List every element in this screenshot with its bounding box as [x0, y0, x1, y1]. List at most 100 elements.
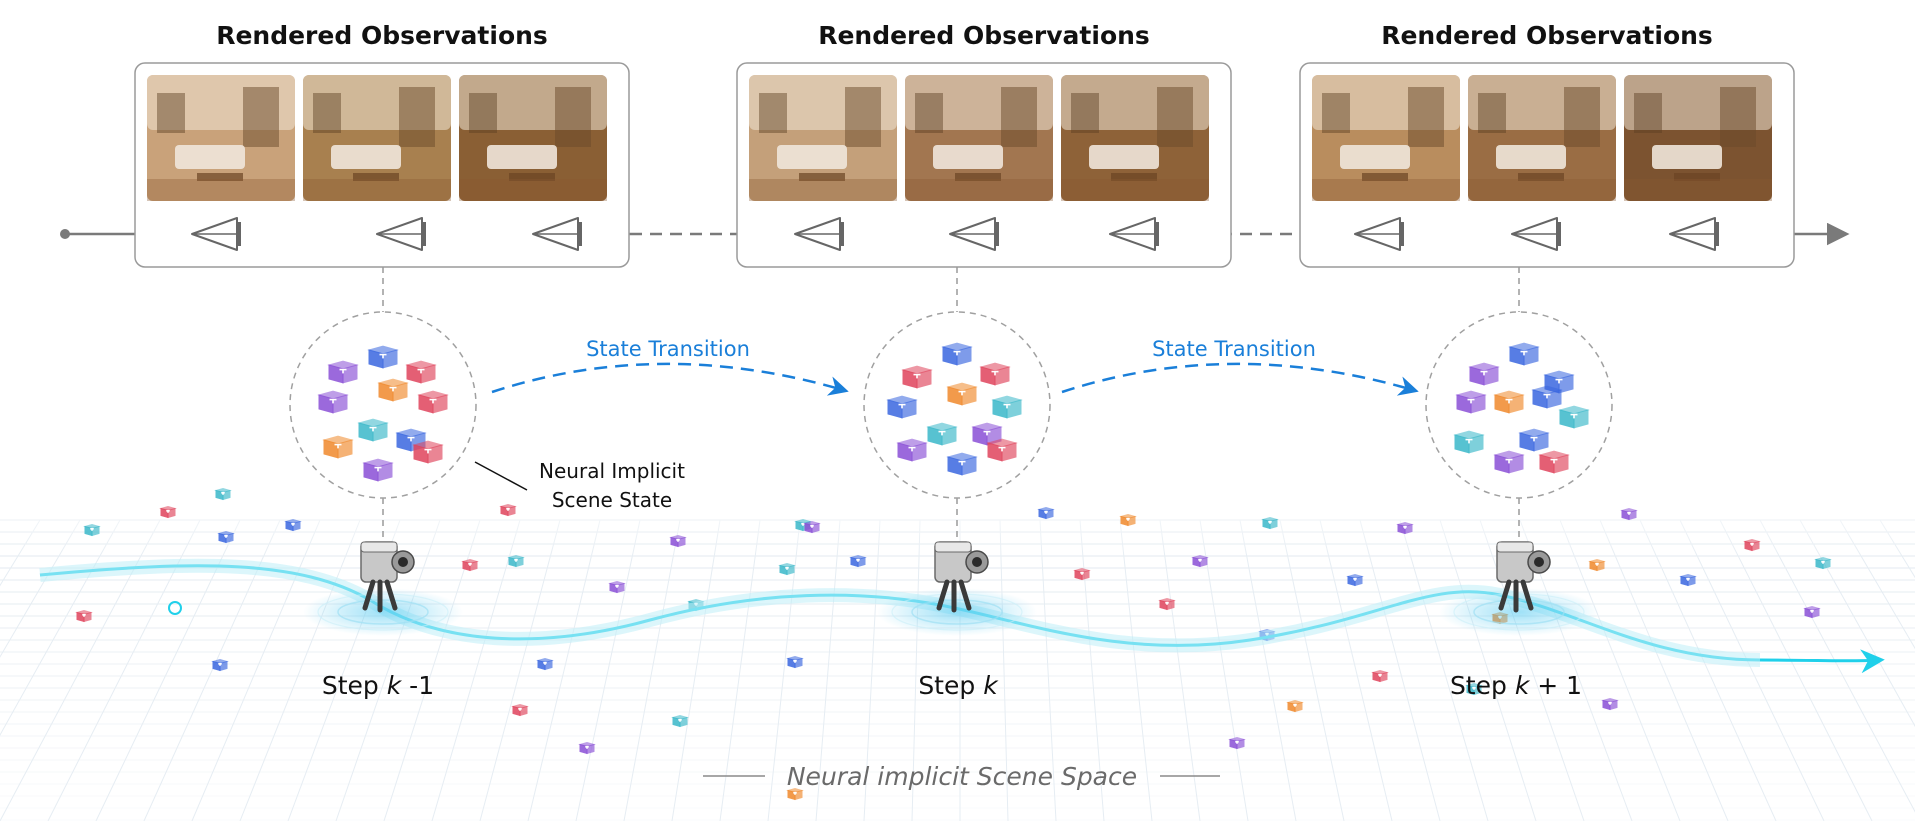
rendered-view-3-1	[1312, 75, 1460, 201]
annotation-line-1: Neural Implicit	[539, 459, 685, 483]
scene-cube-11	[608, 581, 626, 594]
scene-cube-14	[778, 563, 796, 576]
neural-implicit-scene-state-2	[863, 311, 1051, 499]
scene-cube-15	[849, 555, 867, 568]
scene-cube-37	[671, 715, 689, 728]
camera-frustum-icon	[1109, 217, 1159, 251]
camera-robot-icon	[877, 541, 1037, 636]
scene-cube-7	[499, 504, 517, 517]
camera-frustum-icon	[532, 217, 582, 251]
state-cube-1-9	[362, 458, 394, 482]
observation-panel-1: Rendered Observations	[134, 21, 630, 268]
scene-cube-23	[1191, 555, 1209, 568]
scene-cube-42	[786, 656, 804, 669]
observation-panel-title-2: Rendered Observations	[818, 21, 1150, 50]
scene-cube-30	[1588, 559, 1606, 572]
scene-cube-41	[1601, 698, 1619, 711]
camera-frustum-icon	[376, 217, 426, 251]
step-label-3: Step k + 1	[1450, 671, 1582, 700]
neural-implicit-scene-state-1	[289, 311, 477, 499]
scene-cube-19	[1037, 507, 1055, 520]
state-cube-3-9	[1493, 450, 1525, 474]
state-cube-2-2	[979, 362, 1011, 386]
neural-implicit-scene-state-3	[1425, 311, 1613, 499]
scene-cube-31	[1620, 508, 1638, 521]
state-cube-2-10	[986, 438, 1018, 462]
scene-cube-21	[1119, 514, 1137, 527]
scene-cube-8	[461, 559, 479, 572]
state-cube-2-3	[886, 395, 918, 419]
observation-panel-3: Rendered Observations	[1299, 21, 1795, 268]
scene-cube-36	[578, 742, 596, 755]
rendered-view-1-3	[459, 75, 607, 201]
connector-lines	[382, 267, 1520, 540]
state-cube-2-9	[946, 452, 978, 476]
scene-cube-20	[1073, 568, 1091, 581]
state-cube-3-5	[1531, 385, 1563, 409]
scene-cube-29	[1465, 683, 1483, 696]
scene-cube-0	[159, 506, 177, 519]
rendered-view-2-3	[1061, 75, 1209, 201]
annotation-line-2: Scene State	[552, 488, 672, 512]
state-cube-3-8	[1518, 428, 1550, 452]
step-label-1: Step k -1	[322, 671, 434, 700]
state-cube-3-7	[1453, 430, 1485, 454]
annotation-leader-line	[474, 461, 528, 491]
scene-cube-1	[83, 524, 101, 537]
state-cube-2-0	[941, 342, 973, 366]
camera-frustum-icon	[191, 217, 241, 251]
state-cube-1-0	[327, 360, 359, 384]
camera-robot-icon	[303, 541, 463, 636]
state-cube-1-5	[417, 390, 449, 414]
rendered-view-1-2	[303, 75, 451, 201]
scene-cube-16	[786, 788, 804, 801]
scene-cube-25	[1261, 517, 1279, 530]
state-cube-2-6	[926, 422, 958, 446]
scene-cube-27	[1396, 522, 1414, 535]
scene-cube-9	[507, 555, 525, 568]
state-cube-3-4	[1493, 390, 1525, 414]
camera-frustum-icon	[1511, 217, 1561, 251]
state-cube-3-1	[1508, 342, 1540, 366]
state-transition-label-1: State Transition	[586, 337, 750, 361]
rendered-view-3-2	[1468, 75, 1616, 201]
state-cube-2-4	[946, 382, 978, 406]
camera-frustum-icon	[1669, 217, 1719, 251]
observation-panel-title-1: Rendered Observations	[216, 21, 548, 50]
step-label-2: Step k	[918, 671, 999, 700]
camera-frustum-icon	[1354, 217, 1404, 251]
rendered-view-1-1	[147, 75, 295, 201]
state-transition-arrow-1	[491, 362, 849, 396]
scene-cube-3	[217, 531, 235, 544]
scene-cube-22	[1158, 598, 1176, 611]
state-cube-1-3	[317, 390, 349, 414]
rendered-view-2-2	[905, 75, 1053, 201]
scene-cube-33	[1743, 539, 1761, 552]
camera-frustum-icon	[794, 217, 844, 251]
scene-cube-32	[1679, 574, 1697, 587]
state-cube-3-0	[1468, 362, 1500, 386]
state-cube-1-4	[377, 378, 409, 402]
rendered-view-2-1	[749, 75, 897, 201]
scene-cube-4	[284, 519, 302, 532]
observation-panel-title-3: Rendered Observations	[1381, 21, 1713, 50]
state-cube-1-8	[322, 435, 354, 459]
scene-cube-2	[214, 488, 232, 501]
state-cube-3-3	[1455, 390, 1487, 414]
observation-panel-2: Rendered Observations	[736, 21, 1232, 268]
state-cube-1-6	[357, 418, 389, 442]
scene-cube-28	[1371, 670, 1389, 683]
state-cube-3-6	[1558, 405, 1590, 429]
scene-cube-5	[75, 610, 93, 623]
state-cube-1-2	[405, 360, 437, 384]
camera-robot-icon	[1439, 541, 1599, 636]
timeline-start-dot	[60, 229, 70, 239]
space-label: Neural implicit Scene Space	[787, 762, 1137, 791]
scene-cube-26	[1346, 574, 1364, 587]
camera-frustum-icon	[949, 217, 999, 251]
state-cube-3-10	[1538, 450, 1570, 474]
state-cube-2-8	[896, 438, 928, 462]
scene-cube-6	[211, 659, 229, 672]
rendered-view-3-3	[1624, 75, 1772, 201]
scene-cube-38	[511, 704, 529, 717]
